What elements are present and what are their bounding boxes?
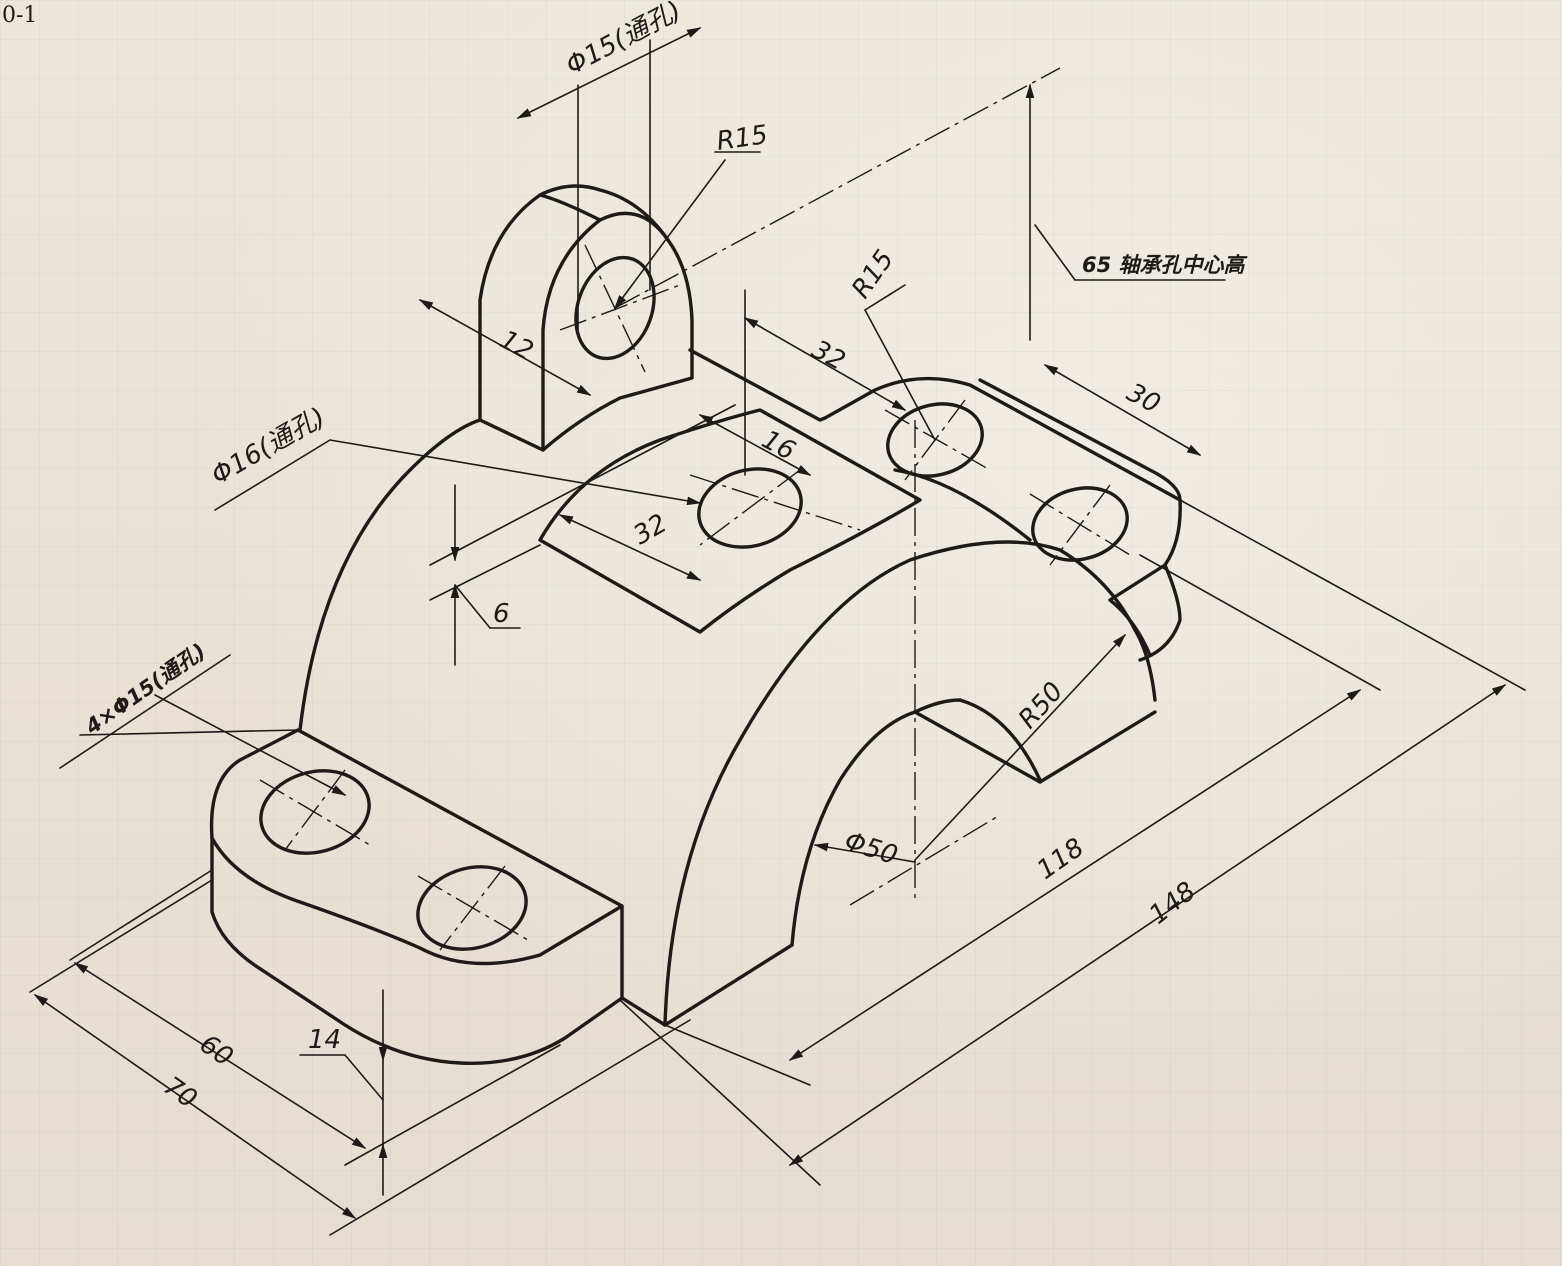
dim-4x-phi15: 4×Φ15(通孔) bbox=[80, 639, 210, 740]
bearing-hole-right bbox=[1038, 710, 1157, 784]
cylinder-top-line bbox=[688, 348, 827, 422]
dim-r15-top: R15 bbox=[715, 120, 770, 157]
bearing-hole-top bbox=[913, 698, 962, 714]
dimension-lines bbox=[29, 27, 1526, 1236]
dim-12: 12 bbox=[495, 325, 538, 367]
dim-16: 16 bbox=[757, 425, 800, 467]
dim-r15-right: R15 bbox=[846, 245, 900, 304]
dim-14: 14 bbox=[308, 1025, 341, 1055]
left-flange-top-edge bbox=[210, 836, 624, 966]
dim-65-center-height: 65 轴承孔中心高 bbox=[1082, 253, 1249, 277]
part-outline bbox=[209, 184, 1182, 1065]
half-cylinder-front-arch bbox=[663, 540, 1157, 1027]
top-slot bbox=[538, 408, 922, 634]
half-cylinder-back bbox=[298, 418, 482, 732]
top-lug bbox=[478, 184, 694, 452]
dim-60: 60 bbox=[194, 1029, 238, 1073]
left-flange-step bbox=[620, 996, 667, 1027]
right-flange-front bbox=[1138, 563, 1182, 662]
hole-flange-4 bbox=[1031, 486, 1129, 562]
left-flange bbox=[209, 728, 624, 1065]
dim-32-slot: 32 bbox=[629, 509, 673, 552]
corner-label: 0-1 bbox=[2, 3, 37, 28]
dim-32-top: 32 bbox=[807, 335, 850, 377]
dim-118: 118 bbox=[1032, 833, 1090, 886]
hole-lug-phi15 bbox=[574, 255, 656, 361]
right-flange bbox=[823, 376, 1182, 657]
dim-70: 70 bbox=[158, 1071, 202, 1115]
hole-flange-2 bbox=[416, 865, 528, 951]
dim-r50: R50 bbox=[1013, 677, 1070, 735]
top-lug-top-arc bbox=[538, 193, 602, 222]
bottom-edge-front bbox=[663, 943, 794, 1027]
dim-phi15-top: Φ15(通孔) bbox=[561, 0, 686, 81]
dim-6: 6 bbox=[493, 599, 510, 629]
dim-phi50: Φ50 bbox=[841, 826, 901, 871]
hole-flange-3 bbox=[886, 402, 984, 478]
right-flange-top bbox=[978, 378, 1182, 502]
